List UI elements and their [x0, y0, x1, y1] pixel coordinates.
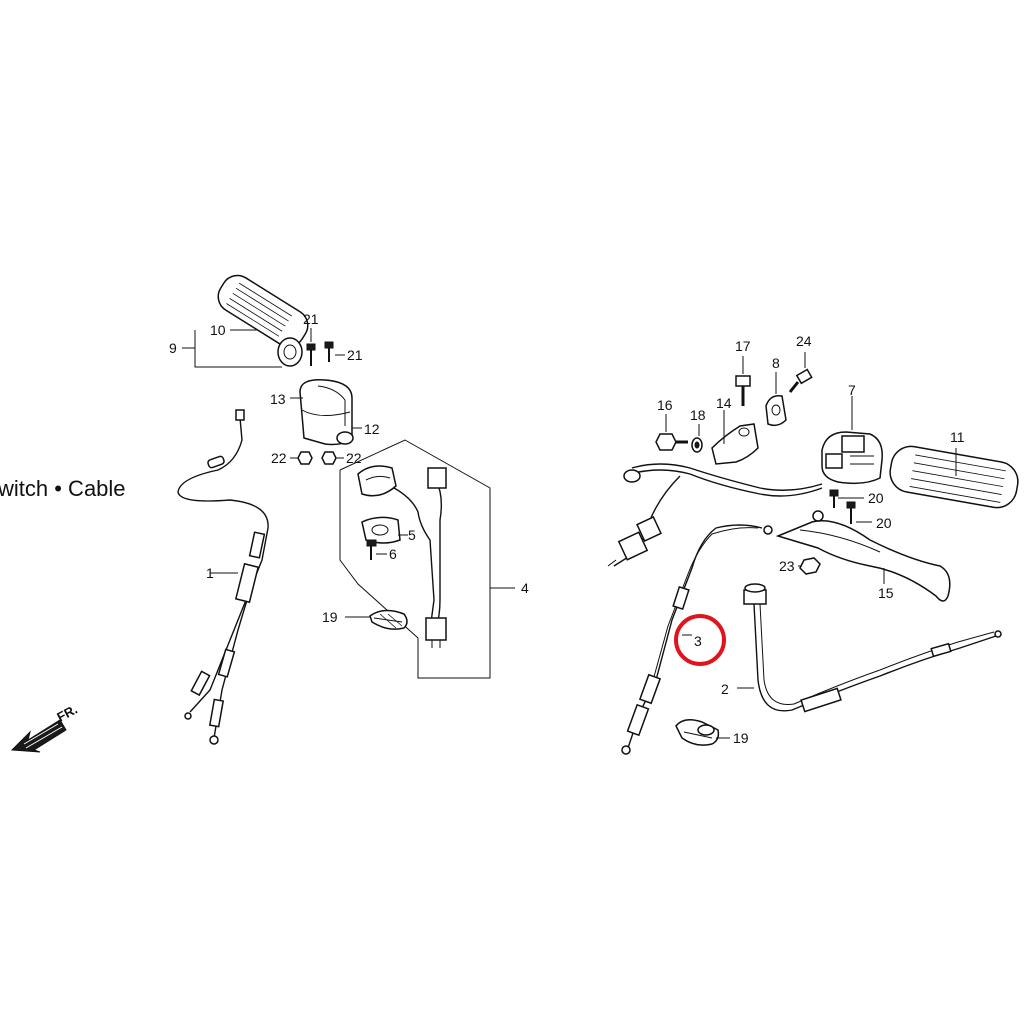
- label-23: 23: [779, 558, 795, 574]
- label-20-lower: 20: [876, 515, 892, 531]
- switch-harness[interactable]: [393, 467, 447, 648]
- label-13: 13: [270, 391, 286, 407]
- throttle-cable[interactable]: [177, 409, 269, 745]
- bolt-16[interactable]: [655, 433, 688, 451]
- label-20-upper: 20: [868, 490, 884, 506]
- label-4: 4: [521, 580, 529, 596]
- label-19-left: 19: [322, 609, 338, 625]
- throttle-housing[interactable]: [299, 379, 354, 446]
- highlight-circle: [674, 614, 726, 666]
- label-8: 8: [772, 355, 780, 371]
- nut-22b[interactable]: [321, 451, 337, 465]
- label-18: 18: [690, 407, 706, 423]
- lever-bracket-14[interactable]: [711, 423, 759, 465]
- nut-23[interactable]: [799, 557, 821, 575]
- bolt-17[interactable]: [735, 375, 751, 406]
- label-21-right: 21: [347, 347, 363, 363]
- assembly-4-outline: [339, 439, 491, 679]
- screw-6[interactable]: [366, 539, 377, 560]
- switch-housing-upper[interactable]: [357, 465, 397, 497]
- cable-2[interactable]: [743, 583, 1002, 713]
- label-6: 6: [389, 546, 397, 562]
- handlebar-grip-11[interactable]: [887, 443, 1021, 511]
- label-2: 2: [721, 681, 729, 697]
- label-24: 24: [796, 333, 812, 349]
- label-5: 5: [408, 527, 416, 543]
- screw-20b[interactable]: [846, 501, 856, 524]
- label-16: 16: [657, 397, 673, 413]
- label-3: 3: [694, 633, 702, 649]
- screw-20a[interactable]: [829, 489, 839, 508]
- front-arrow-icon: [10, 719, 67, 753]
- cable-band-19b[interactable]: [675, 719, 720, 746]
- label-7: 7: [848, 382, 856, 398]
- starter-switch-7[interactable]: [821, 431, 883, 485]
- holder-8[interactable]: [765, 394, 787, 427]
- label-10: 10: [210, 322, 226, 338]
- brake-lever-15[interactable]: [775, 510, 951, 602]
- label-22-left: 22: [271, 450, 287, 466]
- label-12: 12: [364, 421, 380, 437]
- label-15: 15: [878, 585, 894, 601]
- label-22-right: 22: [346, 450, 362, 466]
- switch-wiring-harness[interactable]: [607, 463, 823, 567]
- label-21-upper: 21: [303, 311, 319, 327]
- label-9: 9: [169, 340, 177, 356]
- throttle-grip[interactable]: [212, 269, 314, 367]
- label-1: 1: [206, 565, 214, 581]
- washer-18[interactable]: [691, 437, 703, 453]
- screw-21a[interactable]: [306, 343, 316, 366]
- screw-21b[interactable]: [324, 341, 334, 362]
- cable-band-19a[interactable]: [369, 609, 408, 630]
- switch-housing-lower[interactable]: [361, 516, 401, 544]
- cable-3[interactable]: [621, 524, 773, 755]
- label-17: 17: [735, 338, 751, 354]
- diagram-title: witch • Cable: [0, 476, 126, 501]
- label-19-right: 19: [733, 730, 749, 746]
- bolt-24[interactable]: [788, 368, 813, 393]
- label-11: 11: [950, 429, 965, 445]
- label-14: 14: [716, 395, 732, 411]
- nut-22a[interactable]: [297, 451, 313, 465]
